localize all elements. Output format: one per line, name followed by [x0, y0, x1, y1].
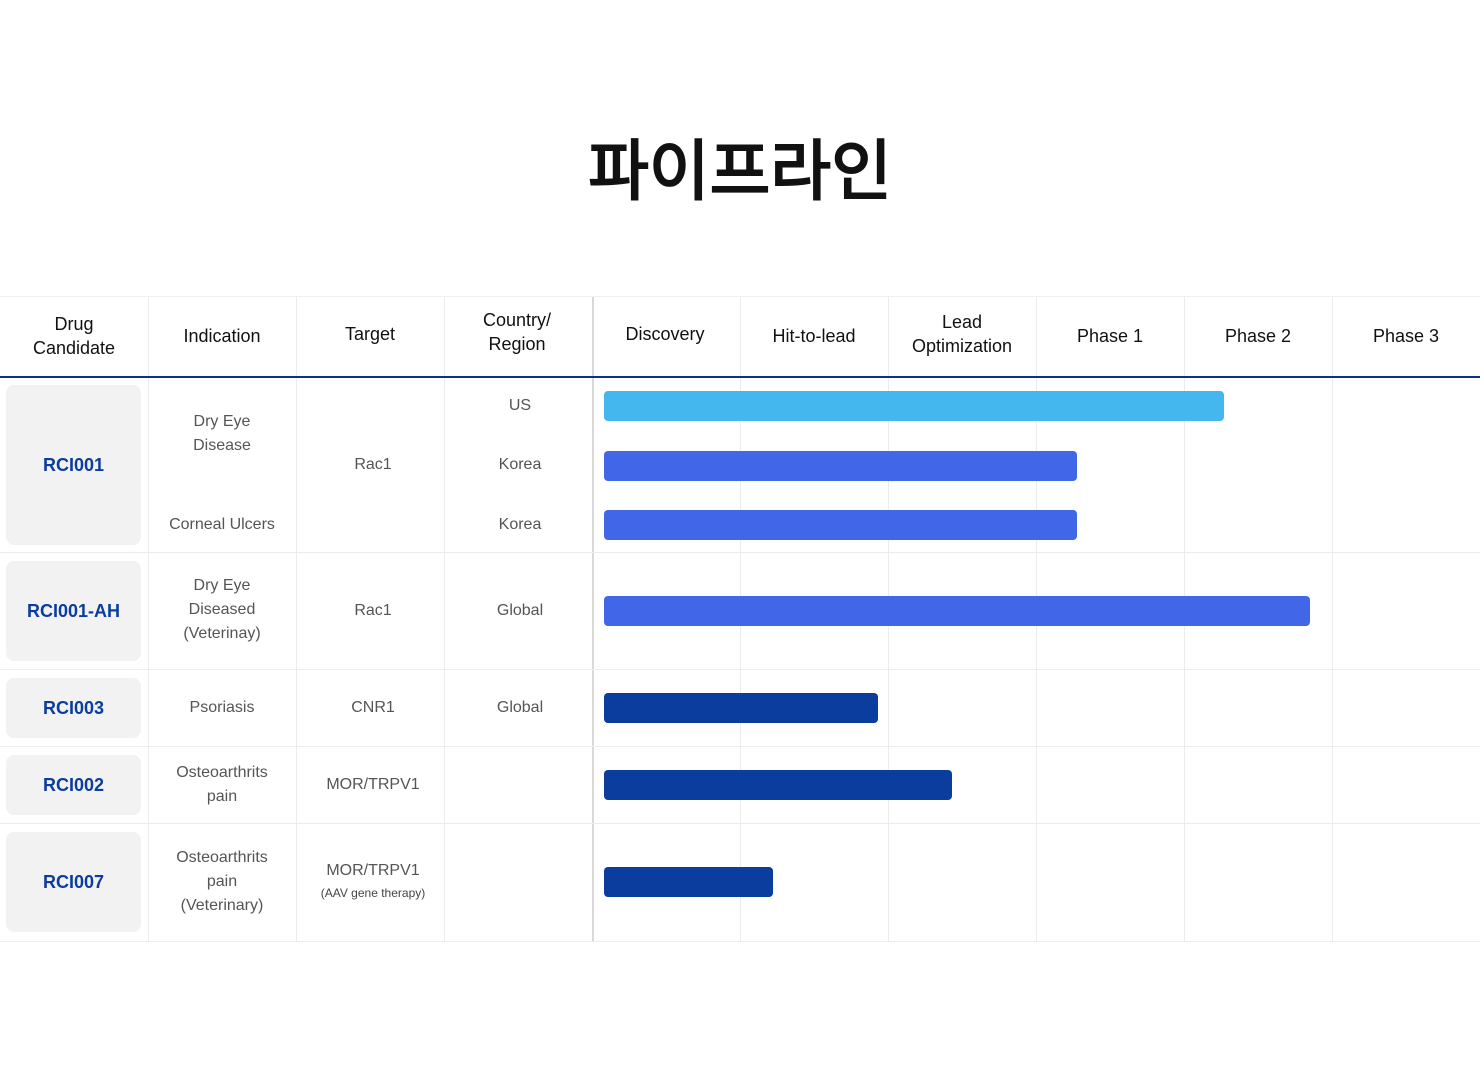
- country-cell: Korea: [498, 456, 542, 473]
- progress-bar: [604, 596, 1310, 626]
- progress-bar: [604, 867, 773, 897]
- target-cell: MOR/TRPV1: [326, 776, 420, 793]
- header-phase-3: Phase 3: [1332, 296, 1480, 376]
- indication-cell: Corneal Ulcers: [169, 516, 275, 533]
- target-note: (AAV gene therapy): [320, 886, 426, 900]
- country-cell: [446, 773, 594, 797]
- row-divider: [0, 296, 1480, 297]
- row-divider: [0, 552, 1480, 553]
- header-phase-1: Phase 1: [1036, 296, 1184, 376]
- candidate-badge: RCI001-AH: [6, 561, 141, 661]
- indication-cell: Osteoarthrits pain (Veterinary): [176, 849, 268, 914]
- header-discovery: Discovery: [592, 294, 738, 374]
- indication-cell: Osteoarthrits pain: [176, 764, 268, 805]
- target-cell: MOR/TRPV1: [326, 862, 420, 879]
- target-cell: Rac1: [354, 602, 392, 619]
- candidate-badge: RCI001: [6, 385, 141, 545]
- header-target: Target: [296, 294, 444, 374]
- header-country-region: Country/ Region: [444, 292, 590, 372]
- progress-bar: [604, 693, 878, 723]
- header-lead-optimization: Lead Optimization: [888, 294, 1036, 374]
- header-label: Phase 2: [1224, 326, 1292, 346]
- indication-cell: Psoriasis: [189, 699, 255, 716]
- header-label: Indication: [183, 326, 261, 346]
- country-cell: Global: [496, 602, 544, 619]
- row-divider: [0, 669, 1480, 670]
- progress-bar: [604, 391, 1224, 421]
- header-drug-candidate: Drug Candidate: [0, 296, 148, 376]
- country-cell: Korea: [498, 516, 542, 533]
- indication-cell: Dry Eye Disease: [193, 413, 251, 454]
- header-label: Discovery: [625, 324, 705, 344]
- header-phase-2: Phase 2: [1184, 296, 1332, 376]
- candidate-badge: RCI003: [6, 678, 141, 738]
- progress-bar: [604, 451, 1078, 481]
- column-divider: [1332, 296, 1333, 942]
- indication-cell: Dry Eye Diseased (Veterinay): [183, 577, 261, 642]
- target-cell: Rac1: [354, 456, 392, 473]
- header-label: Phase 3: [1372, 326, 1440, 346]
- header-label: Drug Candidate: [32, 314, 116, 358]
- row-divider: [0, 941, 1480, 942]
- candidate-badge: RCI007: [6, 832, 141, 932]
- progress-bar: [604, 510, 1078, 540]
- column-divider: [592, 296, 594, 942]
- header-divider: [0, 376, 1480, 378]
- target-cell: CNR1: [351, 699, 395, 716]
- candidate-badge: RCI002: [6, 755, 141, 815]
- column-divider: [296, 296, 297, 942]
- page-title: 파이프라인: [588, 133, 892, 210]
- header-indication: Indication: [148, 296, 296, 376]
- header-label: Hit-to-lead: [772, 326, 856, 346]
- country-cell: [446, 870, 594, 894]
- header-hit-to-lead: Hit-to-lead: [740, 296, 888, 376]
- header-label: Lead Optimization: [911, 312, 1013, 356]
- country-cell: Global: [496, 699, 544, 716]
- header-label: Target: [344, 324, 396, 344]
- pipeline-table: Drug Candidate Indication Target Country…: [0, 296, 1480, 942]
- row-divider: [0, 823, 1480, 824]
- column-divider: [148, 296, 149, 942]
- header-label: Country/ Region: [482, 310, 552, 354]
- progress-bar: [604, 770, 952, 800]
- country-cell: US: [508, 397, 532, 414]
- header-label: Phase 1: [1076, 326, 1144, 346]
- row-divider: [0, 746, 1480, 747]
- column-divider: [444, 296, 445, 942]
